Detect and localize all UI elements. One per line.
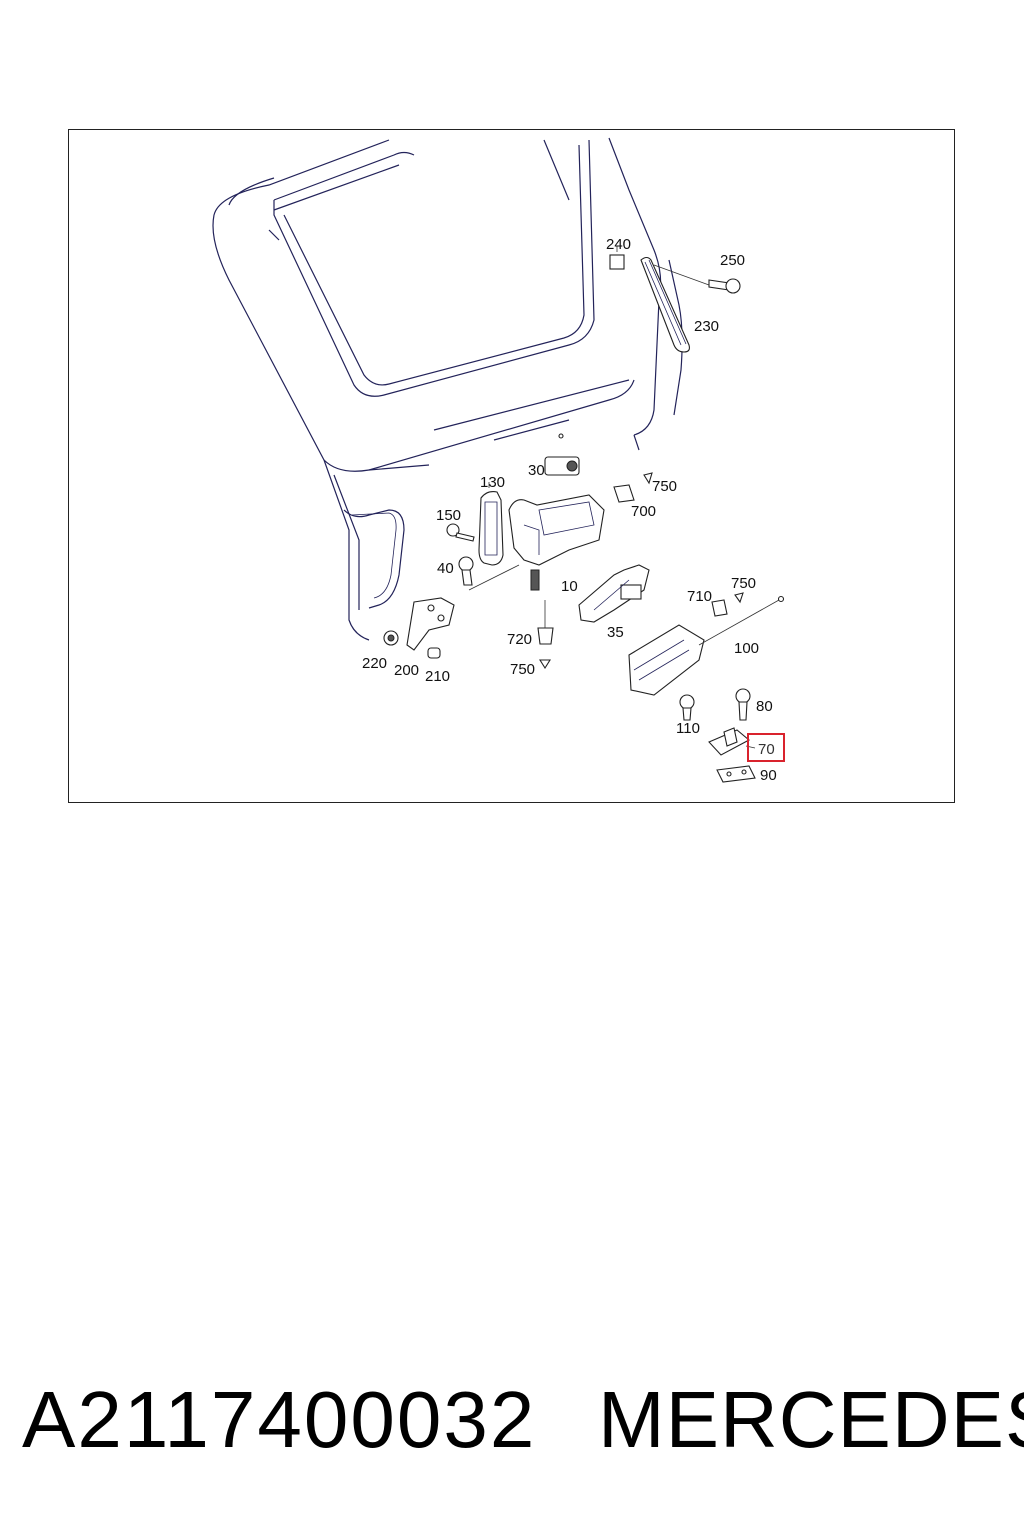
callout-70-highlight-box [747, 733, 785, 762]
part-40-bolt [458, 556, 474, 586]
tailgate-outline [212, 137, 683, 641]
caption-bar: A2117400032 MERCEDES [0, 1370, 1024, 1470]
callout-35: 35 [607, 624, 624, 641]
callout-750-b: 750 [731, 575, 756, 592]
part-number: A2117400032 [22, 1375, 537, 1464]
part-720-bumper [537, 600, 554, 670]
part-210-bushing [427, 647, 441, 659]
callout-700: 700 [631, 503, 656, 520]
part-35-bracket [578, 564, 650, 623]
part-110-bolt [679, 694, 695, 721]
callout-10: 10 [561, 578, 578, 595]
callout-30: 30 [528, 462, 545, 479]
part-10-lock [468, 494, 605, 591]
part-30-switch [544, 433, 580, 476]
part-230-strap [640, 256, 710, 353]
callout-750-a: 750 [652, 478, 677, 495]
part-130-handle [478, 482, 504, 566]
part-90-plate [716, 765, 756, 783]
callout-90: 90 [760, 767, 777, 784]
part-200-hinge [406, 597, 455, 651]
part-150-screw [446, 523, 475, 542]
part-710-bumper [711, 592, 744, 617]
diagram-frame: 240 250 230 130 30 750 700 150 40 10 710… [68, 129, 955, 803]
callout-220: 220 [362, 655, 387, 672]
callout-750-c: 750 [510, 661, 535, 678]
part-100-actuator [628, 595, 785, 696]
exploded-parts-diagram: 240 250 230 130 30 750 700 150 40 10 710… [212, 137, 785, 784]
callout-240: 240 [606, 236, 631, 253]
callout-80: 80 [756, 698, 773, 715]
callout-110: 110 [676, 720, 700, 737]
callout-250: 250 [720, 252, 745, 269]
callout-150: 150 [436, 507, 461, 524]
part-220-washer [383, 630, 399, 646]
part-80-bolt [735, 688, 751, 721]
callout-200: 200 [394, 662, 419, 679]
callout-210: 210 [425, 668, 450, 685]
callout-130: 130 [480, 474, 505, 491]
callout-70: 70 [758, 741, 775, 758]
callout-40: 40 [437, 560, 454, 577]
part-240-clip [609, 246, 625, 270]
callout-230: 230 [694, 318, 719, 335]
callout-720: 720 [507, 631, 532, 648]
part-700-bumper [613, 472, 653, 503]
part-250-bolt [708, 278, 741, 294]
callout-710: 710 [687, 588, 712, 605]
brand-name: MERCEDES [598, 1375, 1024, 1464]
callout-100: 100 [734, 640, 759, 657]
